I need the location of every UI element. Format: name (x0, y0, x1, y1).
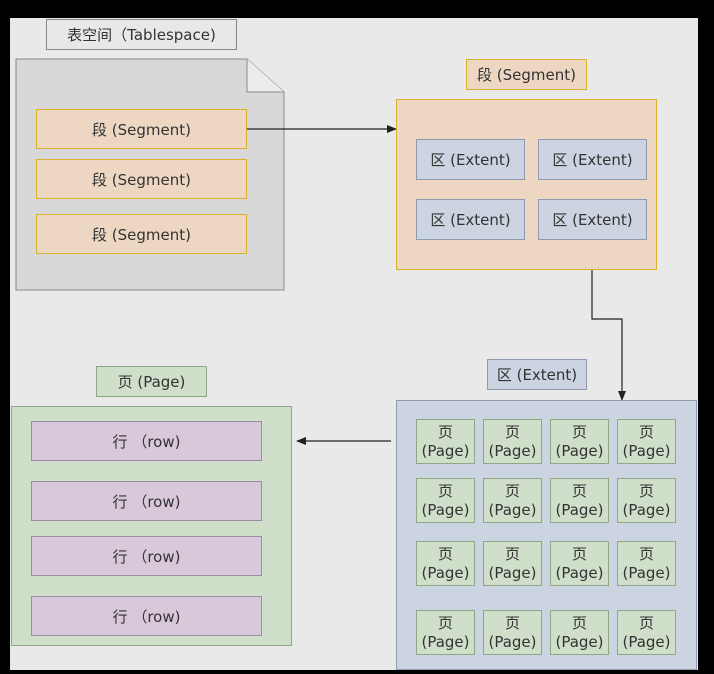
page-row-4: 行 （row) (31, 596, 262, 636)
page-row-1: 行 （row) (31, 421, 262, 461)
tablespace-segment-2: 段 (Segment) (36, 159, 247, 199)
page-cell-name: (Page) (622, 500, 671, 519)
page-cell-name: (Page) (555, 563, 604, 582)
extent-page-cell-1: 页(Page) (416, 419, 475, 464)
extent-page-cell-8: 页(Page) (617, 478, 676, 523)
segment-container (396, 99, 657, 270)
page-row-3: 行 （row) (31, 536, 262, 576)
page-cell-name: (Page) (622, 441, 671, 460)
page-cell-name: (Page) (555, 441, 604, 460)
extent-page-cell-9: 页(Page) (416, 541, 475, 586)
extent-page-cell-15: 页(Page) (550, 610, 609, 655)
extent-page-cell-16: 页(Page) (617, 610, 676, 655)
page-cell-char: 页 (571, 613, 587, 632)
page-cell-char: 页 (571, 544, 587, 563)
extent-title: 区 (Extent) (487, 359, 587, 390)
page-cell-name: (Page) (622, 632, 671, 651)
extent-page-cell-13: 页(Page) (416, 610, 475, 655)
tablespace-title: 表空间（Tablespace) (46, 19, 237, 50)
page-cell-char: 页 (437, 544, 453, 563)
extent-page-cell-6: 页(Page) (483, 478, 542, 523)
page-cell-char: 页 (504, 544, 520, 563)
page-cell-name: (Page) (421, 632, 470, 651)
page-cell-char: 页 (571, 422, 587, 441)
segment-extent-2: 区 (Extent) (538, 139, 647, 180)
page-cell-char: 页 (504, 481, 520, 500)
page-cell-name: (Page) (488, 632, 537, 651)
extent-page-cell-14: 页(Page) (483, 610, 542, 655)
page-cell-name: (Page) (622, 563, 671, 582)
extent-page-cell-12: 页(Page) (617, 541, 676, 586)
page-cell-char: 页 (504, 613, 520, 632)
extent-page-cell-2: 页(Page) (483, 419, 542, 464)
page-cell-name: (Page) (555, 500, 604, 519)
page-cell-name: (Page) (488, 500, 537, 519)
page-row-2: 行 （row) (31, 481, 262, 521)
page-cell-char: 页 (571, 481, 587, 500)
tablespace-segment-3: 段 (Segment) (36, 214, 247, 254)
page-cell-char: 页 (638, 481, 654, 500)
page-cell-name: (Page) (421, 441, 470, 460)
page-cell-char: 页 (437, 422, 453, 441)
page-cell-char: 页 (504, 422, 520, 441)
page-cell-char: 页 (638, 544, 654, 563)
page-cell-char: 页 (638, 613, 654, 632)
page-cell-char: 页 (437, 613, 453, 632)
page-cell-name: (Page) (421, 563, 470, 582)
page-cell-char: 页 (437, 481, 453, 500)
extent-page-cell-10: 页(Page) (483, 541, 542, 586)
page-title: 页 (Page) (96, 366, 207, 397)
extent-page-cell-5: 页(Page) (416, 478, 475, 523)
segment-extent-1: 区 (Extent) (416, 139, 525, 180)
page-cell-name: (Page) (421, 500, 470, 519)
segment-extent-3: 区 (Extent) (416, 199, 525, 240)
extent-page-cell-7: 页(Page) (550, 478, 609, 523)
extent-page-cell-11: 页(Page) (550, 541, 609, 586)
page-cell-name: (Page) (555, 632, 604, 651)
extent-page-cell-4: 页(Page) (617, 419, 676, 464)
tablespace-segment-1: 段 (Segment) (36, 109, 247, 149)
page-cell-char: 页 (638, 422, 654, 441)
page-cell-name: (Page) (488, 441, 537, 460)
segment-extent-4: 区 (Extent) (538, 199, 647, 240)
arrow-extent-to-detail (591, 238, 626, 401)
extent-page-cell-3: 页(Page) (550, 419, 609, 464)
segment-title: 段 (Segment) (466, 59, 587, 90)
page-cell-name: (Page) (488, 563, 537, 582)
